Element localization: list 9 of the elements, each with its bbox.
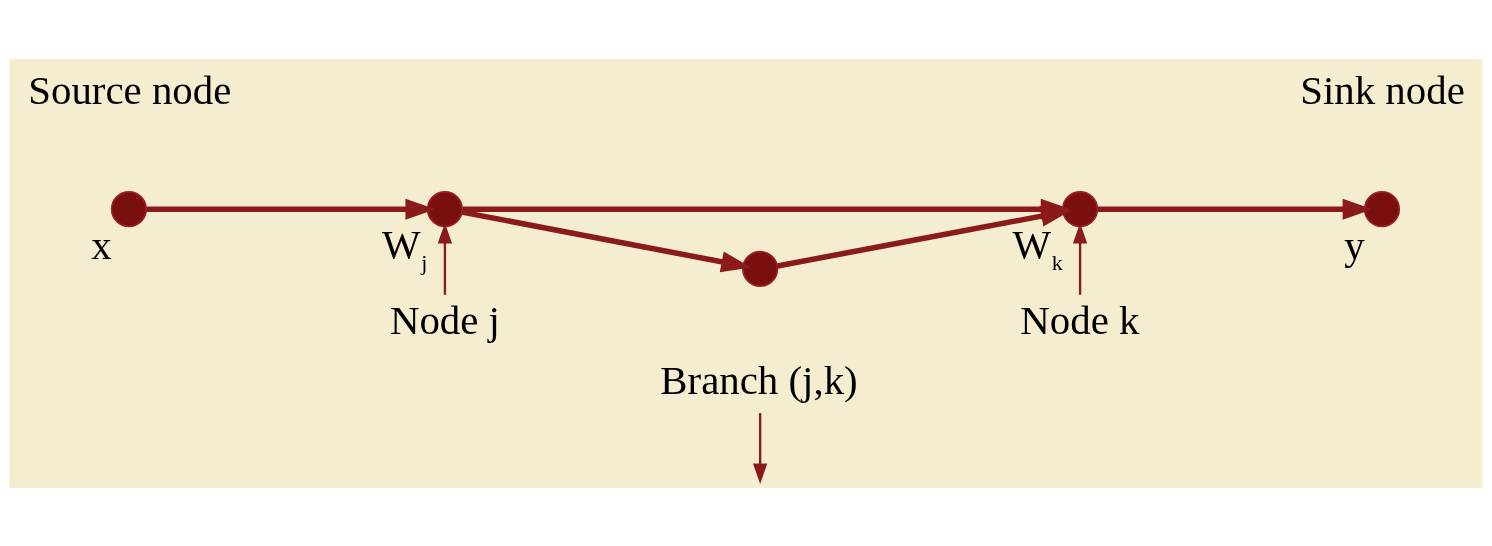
label: Source node [28,67,232,113]
node-text: Node k [1020,297,1140,343]
node-label: y [1344,222,1365,268]
node-label: W$_{j}$ [382,221,428,275]
node-text: Node j [389,297,500,343]
node-text: Branch (j,k) [660,357,858,403]
node-label: W$_{k}$ [1012,221,1063,275]
label: Sink node [1300,67,1465,113]
node-label: x [91,222,112,268]
